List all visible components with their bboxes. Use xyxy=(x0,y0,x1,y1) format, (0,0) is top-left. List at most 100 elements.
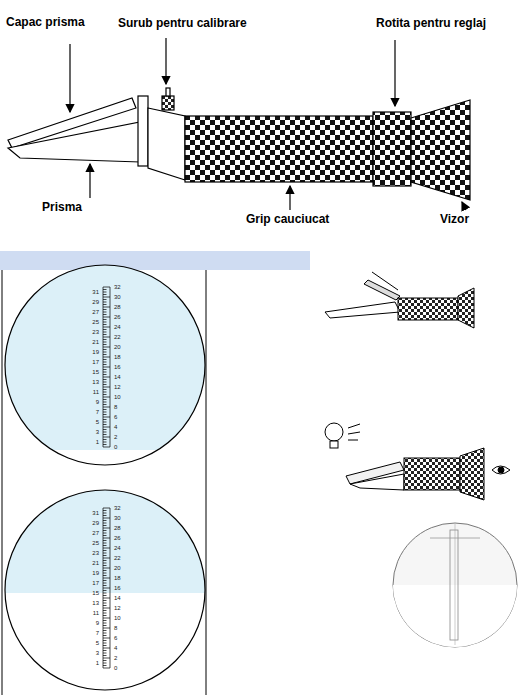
scale-number: 7 xyxy=(96,630,99,636)
scale-number: 23 xyxy=(92,550,99,556)
scale-tick xyxy=(103,600,107,601)
scale-tick xyxy=(103,402,107,403)
scale-tick xyxy=(103,359,107,360)
scale-number: 2 xyxy=(114,655,117,661)
scale-number: 32 xyxy=(114,505,121,511)
scale-number: 25 xyxy=(92,319,99,325)
scale-tick xyxy=(103,570,107,571)
scale-tick xyxy=(103,650,107,651)
scale-number: 29 xyxy=(92,299,99,305)
scale-number: 25 xyxy=(92,540,99,546)
scale-tick xyxy=(103,412,107,413)
scale-tick xyxy=(103,583,107,584)
scale-number: 20 xyxy=(114,344,121,350)
scale-tick xyxy=(103,523,107,524)
scale-tick xyxy=(103,429,107,430)
scale-tick xyxy=(103,545,107,546)
scale-tick xyxy=(103,334,107,335)
scale-number: 16 xyxy=(114,585,121,591)
scale-number: 20 xyxy=(114,565,121,571)
scale-number: 3 xyxy=(96,650,99,656)
part-label: Prisma xyxy=(42,200,82,214)
scale-tick xyxy=(103,439,107,440)
scale-tick xyxy=(103,603,107,604)
scale-tick xyxy=(103,329,107,330)
scale-tick xyxy=(103,628,110,629)
scale-tick xyxy=(103,633,107,634)
scale-tick xyxy=(103,560,107,561)
scale-tick xyxy=(103,304,107,305)
scale-number: 13 xyxy=(92,600,99,606)
scale-tick xyxy=(103,668,110,669)
scale-tick xyxy=(103,394,107,395)
scale-tick xyxy=(103,605,107,606)
scale-tick xyxy=(103,640,107,641)
scale-tick xyxy=(103,568,110,569)
scale-tick xyxy=(103,610,107,611)
scale-tick xyxy=(103,322,107,323)
scale-number: 12 xyxy=(114,605,121,611)
scale-tick xyxy=(103,349,107,350)
scale-tick xyxy=(103,585,107,586)
scale-tick xyxy=(103,555,107,556)
scale-tick xyxy=(103,307,110,308)
scale-number: 9 xyxy=(96,399,99,405)
scale-number: 10 xyxy=(114,394,121,400)
scale-tick xyxy=(103,638,110,639)
scale-number: 0 xyxy=(114,665,117,671)
scale-tick xyxy=(103,513,107,514)
scale-tick xyxy=(103,518,110,519)
scale-tick xyxy=(103,588,110,589)
scale-tick xyxy=(103,424,107,425)
scale-number: 12 xyxy=(114,384,121,390)
scale-tick xyxy=(103,404,107,405)
scale-number: 10 xyxy=(114,615,121,621)
scale-tick xyxy=(103,442,107,443)
scale-tick xyxy=(103,620,107,621)
scale-tick xyxy=(103,319,107,320)
scale-tick xyxy=(103,530,107,531)
part-label: Surub pentru calibrare xyxy=(118,16,247,30)
scale-tick xyxy=(103,327,110,328)
part-label: Vizor xyxy=(440,212,469,226)
part-label: Capac prisma xyxy=(6,15,85,29)
scale-tick xyxy=(103,432,107,433)
scale-number: 18 xyxy=(114,575,121,581)
scale-tick xyxy=(103,645,107,646)
scale-number: 6 xyxy=(114,635,117,641)
scale-number: 7 xyxy=(96,409,99,415)
part-label: Grip cauciucat xyxy=(246,212,329,226)
scale-tick xyxy=(103,382,107,383)
scale-tick xyxy=(103,623,107,624)
scale-tick xyxy=(103,595,107,596)
scale-number: 30 xyxy=(114,294,121,300)
scale-tick xyxy=(103,414,107,415)
scale-number: 17 xyxy=(92,580,99,586)
scale-tick xyxy=(103,399,107,400)
scale-tick xyxy=(103,377,110,378)
scale-tick xyxy=(103,618,110,619)
scale-tick xyxy=(103,444,107,445)
scale-number: 11 xyxy=(93,389,99,395)
scale-tick xyxy=(103,437,110,438)
scale-number: 4 xyxy=(114,424,117,430)
scale-tick xyxy=(103,422,107,423)
scale-number: 0 xyxy=(114,444,117,450)
scale-tick xyxy=(103,374,107,375)
scale-tick xyxy=(103,573,107,574)
scale-tick xyxy=(103,558,110,559)
scale-number: 26 xyxy=(114,314,121,320)
scale-tick xyxy=(103,553,107,554)
scale-tick xyxy=(103,520,107,521)
scale-tick xyxy=(103,548,110,549)
scale-tick xyxy=(103,294,107,295)
scale-tick xyxy=(103,528,110,529)
scale-tick xyxy=(103,525,107,526)
scale-number: 16 xyxy=(114,364,121,370)
scale-tick xyxy=(103,658,110,659)
scale-tick xyxy=(103,427,110,428)
scale-number: 2 xyxy=(114,434,117,440)
scale-number: 23 xyxy=(92,329,99,335)
scale-tick xyxy=(103,347,110,348)
